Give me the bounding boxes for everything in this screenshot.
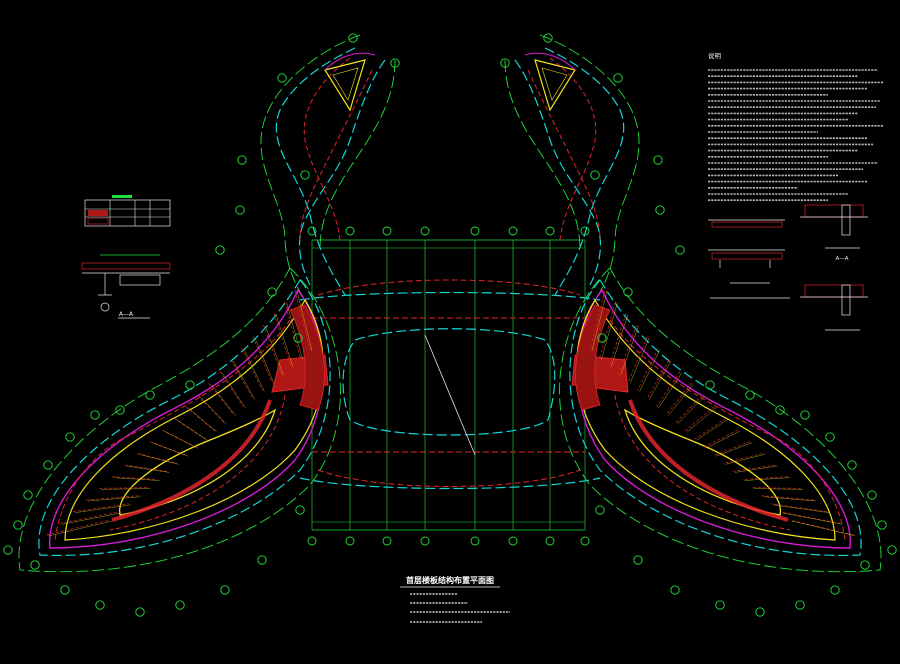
grid-bubble-top	[345, 226, 355, 236]
general-notes-block	[708, 69, 883, 201]
perimeter-axis-bubble	[95, 600, 105, 610]
perimeter-axis-bubble	[775, 405, 785, 415]
right-upper-arm	[504, 34, 640, 301]
central-grid-bubbles	[307, 226, 590, 546]
perimeter-axis-bubble	[715, 600, 725, 610]
perimeter-axis-bubble	[348, 33, 358, 43]
section-a-label-left: A—A	[119, 311, 134, 318]
grid-bubble-bottom	[307, 536, 317, 546]
detail-right-2	[800, 204, 868, 331]
notes-heading: 说明	[708, 51, 722, 60]
perimeter-axis-bubble	[755, 607, 765, 617]
perimeter-axis-bubble	[90, 410, 100, 420]
grid-bubble-bottom	[580, 536, 590, 546]
perimeter-axis-bubble	[675, 245, 685, 255]
perimeter-axis-bubble	[267, 287, 277, 297]
perimeter-axis-bubble	[847, 460, 857, 470]
perimeter-axis-bubble	[145, 390, 155, 400]
central-courtyard-outline	[299, 291, 601, 490]
perimeter-axis-bubble	[277, 73, 287, 83]
title-notes-block	[410, 593, 510, 623]
perimeter-axis-bubble	[543, 33, 553, 43]
right-wing-radial-beams	[589, 289, 856, 537]
perimeter-axis-bubble	[830, 585, 840, 595]
perimeter-axis-bubble	[175, 600, 185, 610]
grid-bubble-bottom	[345, 536, 355, 546]
perimeter-axis-bubble	[795, 600, 805, 610]
perimeter-axis-bubble	[800, 410, 810, 420]
perimeter-axis-bubble	[860, 560, 870, 570]
section-a-label-right: A—A	[835, 256, 848, 262]
grid-bubble-top	[382, 226, 392, 236]
section-cut-line	[424, 334, 476, 456]
grid-bubble-top	[307, 226, 317, 236]
perimeter-axis-bubble	[220, 585, 230, 595]
grid-bubble-bottom	[420, 536, 430, 546]
central-grid	[312, 239, 585, 531]
perimeter-axis-bubble	[670, 585, 680, 595]
perimeter-axis-bubble	[705, 380, 715, 390]
detail-right-1	[708, 219, 790, 299]
perimeter-axis-bubble	[500, 58, 510, 68]
left-upper-arm	[260, 34, 396, 301]
perimeter-axis-bubble	[877, 520, 887, 530]
perimeter-axis-bubble	[235, 205, 245, 215]
perimeter-axis-bubble	[597, 333, 607, 343]
perimeter-axis-bubble	[590, 170, 600, 180]
perimeter-axis-bubble	[633, 555, 643, 565]
grid-bubble-top	[545, 226, 555, 236]
perimeter-axis-bubble	[295, 505, 305, 515]
perimeter-axis-bubble	[23, 490, 33, 500]
central-beams	[312, 279, 585, 487]
perimeter-axis-bubble	[655, 205, 665, 215]
grid-bubble-bottom	[545, 536, 555, 546]
legend-table	[84, 195, 171, 227]
grid-bubble-bottom	[382, 536, 392, 546]
perimeter-axis-bubble	[65, 432, 75, 442]
right-lower-wing	[559, 267, 882, 573]
perimeter-axis-bubble	[185, 380, 195, 390]
perimeter-axis-bubble	[653, 155, 663, 165]
perimeter-axis-bubble	[60, 585, 70, 595]
perimeter-axis-bubble	[613, 73, 623, 83]
perimeter-axis-bubble	[215, 245, 225, 255]
grid-bubble-top	[508, 226, 518, 236]
grid-bubble-top	[470, 226, 480, 236]
drawing-title: 首层楼板结构布置平面图	[406, 575, 494, 585]
left-lower-wing	[18, 267, 341, 573]
perimeter-axis-bubble	[887, 545, 897, 555]
perimeter-axis-bubble	[745, 390, 755, 400]
perimeter-axis-bubble	[300, 170, 310, 180]
perimeter-axis-bubble	[237, 155, 247, 165]
perimeter-axis-bubble	[595, 505, 605, 515]
perimeter-axis-bubble	[257, 555, 267, 565]
grid-bubble-bottom	[508, 536, 518, 546]
perimeter-axis-bubble	[293, 333, 303, 343]
perimeter-axis-bubble	[115, 405, 125, 415]
perimeter-axis-bubble	[867, 490, 877, 500]
perimeter-axis-bubble	[135, 607, 145, 617]
left-wing-radial-beams	[46, 289, 313, 537]
perimeter-axis-bubbles	[3, 33, 897, 617]
perimeter-axis-bubble	[43, 460, 53, 470]
section-detail-left	[81, 254, 171, 319]
perimeter-axis-bubble	[623, 287, 633, 297]
perimeter-axis-bubble	[825, 432, 835, 442]
perimeter-axis-bubble	[390, 58, 400, 68]
perimeter-axis-bubble	[30, 560, 40, 570]
grid-bubble-bottom	[470, 536, 480, 546]
grid-bubble-top	[420, 226, 430, 236]
perimeter-axis-bubble	[13, 520, 23, 530]
perimeter-axis-bubble	[3, 545, 13, 555]
